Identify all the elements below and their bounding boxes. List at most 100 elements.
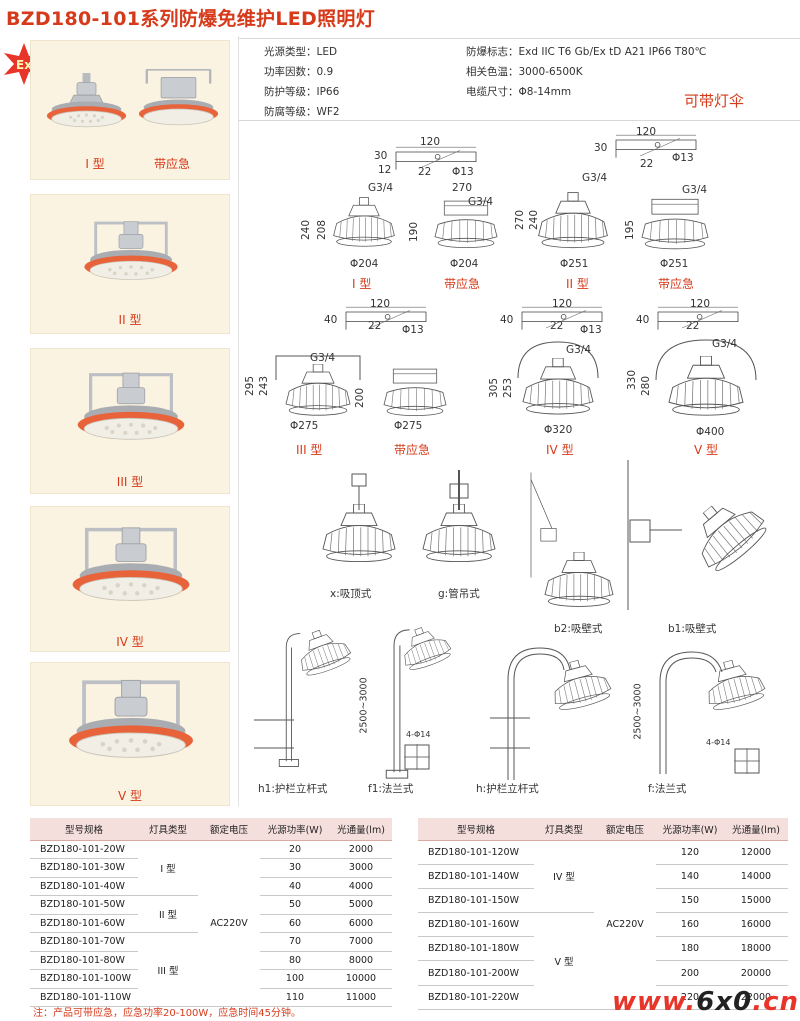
dim-bracket-height-3: 40 bbox=[324, 314, 338, 326]
product-card-ii: II 型 bbox=[30, 194, 230, 334]
th-type: 灯具类型 bbox=[138, 818, 198, 841]
table-row: BZD180-101-30W 30 3000 bbox=[30, 858, 392, 878]
cell-flux: 2000 bbox=[330, 840, 392, 859]
product-card-i: I 型 带应急 bbox=[30, 40, 230, 180]
spec-cable-size: 电缆尺寸：Φ8-14mm bbox=[466, 86, 572, 98]
dim-flange-f1: 4-Φ14 bbox=[406, 730, 431, 739]
dim-bracket-width-5: 120 bbox=[690, 298, 711, 310]
dim-bracket-width-3: 120 bbox=[370, 298, 391, 310]
flange-plate-f1 bbox=[404, 744, 430, 770]
spec-bottom-divider bbox=[238, 120, 800, 121]
product-label-iv: IV 型 bbox=[116, 635, 144, 649]
dim-bracket-hole-4: Φ13 bbox=[580, 324, 602, 336]
table-row: BZD180-101-200W 200 20000 bbox=[418, 960, 788, 986]
watermark-logo: www.6x0.cn bbox=[612, 987, 799, 1017]
product-label-i: I 型 bbox=[85, 157, 105, 171]
th-power: 光源功率(W) bbox=[260, 818, 330, 841]
table-row: BZD180-101-100W 100 10000 bbox=[30, 969, 392, 989]
table-row: BZD180-101-50W II 型 50 5000 bbox=[30, 895, 392, 933]
caption-iii: III 型 bbox=[296, 443, 323, 457]
table-row: BZD180-101-180W 180 18000 bbox=[418, 936, 788, 962]
dim-thread-ii: G3/4 bbox=[582, 172, 608, 184]
lamp-i-emergency-drawing bbox=[424, 198, 508, 260]
table-row: BZD180-101-220W 220 22000 bbox=[418, 985, 788, 1010]
cell-power: 180 bbox=[656, 936, 724, 962]
dim-height-iv: 305 bbox=[488, 377, 501, 399]
cell-flux: 10000 bbox=[330, 969, 392, 989]
cell-flux: 7000 bbox=[330, 932, 392, 952]
cell-model: BZD180-101-180W bbox=[418, 936, 534, 962]
dim-bracket-height-4: 40 bbox=[500, 314, 514, 326]
product-card-iii: III 型 bbox=[30, 348, 230, 494]
cell-type: V 型 bbox=[534, 912, 594, 1010]
spec-power-factor: 功率因数：0.9 bbox=[264, 66, 334, 78]
dim-dia-ii: Φ251 bbox=[560, 258, 589, 270]
cell-flux: 11000 bbox=[330, 988, 392, 1007]
caption-mount-f1: f1:法兰式 bbox=[368, 783, 414, 795]
mount-guardrail-h-drawing bbox=[490, 647, 614, 780]
cell-flux: 15000 bbox=[724, 888, 788, 914]
cell-model: BZD180-101-150W bbox=[418, 888, 534, 914]
product-label-ii: II 型 bbox=[118, 313, 142, 327]
dim-height-ii-em: 195 bbox=[624, 219, 637, 241]
product-label-iii: III 型 bbox=[116, 475, 144, 489]
spec-explosion-mark: 防爆标志：Exd IIC T6 Gb/Ex tD A21 IP66 T80℃ bbox=[466, 46, 707, 58]
spec-color-temp: 相关色温：3000-6500K bbox=[466, 66, 583, 78]
caption-mount-b2: b2:吸壁式 bbox=[554, 623, 603, 635]
ex-badge-text: Ex bbox=[16, 58, 32, 72]
cell-model: BZD180-101-60W bbox=[30, 914, 138, 933]
mount-guardrail-h1-drawing bbox=[254, 622, 355, 767]
cell-model: BZD180-101-80W bbox=[30, 951, 138, 970]
cell-power: 50 bbox=[260, 895, 330, 915]
cell-flux: 12000 bbox=[724, 840, 788, 865]
spec-left-divider bbox=[238, 36, 239, 806]
dim-height-v: 330 bbox=[626, 369, 639, 391]
cell-flux: 6000 bbox=[330, 914, 392, 933]
cell-power: 220 bbox=[656, 985, 724, 1010]
cell-model: BZD180-101-140W bbox=[418, 864, 534, 889]
cell-model: BZD180-101-20W bbox=[30, 840, 138, 859]
cell-model: BZD180-101-50W bbox=[30, 895, 138, 915]
table-row: BZD180-101-40W 40 4000 bbox=[30, 877, 392, 896]
mount-flange-f-drawing bbox=[659, 651, 768, 774]
dim-bracket-hole-1: Φ13 bbox=[452, 166, 474, 178]
spec-table-right: 型号规格 灯具类型 额定电压 光源功率(W) 光通量(lm) BZD180-10… bbox=[418, 818, 788, 1010]
table-header-row: 型号规格 灯具类型 额定电压 光源功率(W) 光通量(lm) bbox=[30, 818, 392, 841]
caption-i: I 型 bbox=[352, 277, 372, 291]
cell-model: BZD180-101-70W bbox=[30, 932, 138, 952]
dim-bracket-width-2: 120 bbox=[636, 126, 657, 138]
dim-thread-i-em: G3/4 bbox=[468, 196, 494, 208]
cell-flux: 8000 bbox=[330, 951, 392, 970]
lamp-ii-photo bbox=[71, 213, 191, 308]
cell-type: IV 型 bbox=[534, 840, 594, 914]
caption-i-emergency: 带应急 bbox=[444, 277, 481, 291]
lamp-i-drawing bbox=[326, 196, 402, 260]
cell-voltage: AC220V bbox=[198, 840, 260, 1007]
cell-power: 30 bbox=[260, 858, 330, 878]
lamp-iv-drawing bbox=[517, 341, 599, 415]
dim-bracket-22-5: 22 bbox=[686, 320, 700, 332]
umbrella-note: 可带灯伞 bbox=[684, 92, 745, 110]
dim-height-ii: 270 bbox=[514, 209, 527, 231]
dim-flange-f: 4-Φ14 bbox=[706, 738, 731, 747]
dim-bracket-22-2: 22 bbox=[640, 158, 654, 170]
caption-mount-h1: h1:护栏立杆式 bbox=[258, 783, 328, 795]
dim-dia-v: Φ400 bbox=[696, 426, 725, 438]
cell-power: 40 bbox=[260, 877, 330, 896]
dim-bracket-width-1: 120 bbox=[420, 136, 441, 148]
footnote: 注：产品可带应急，应急功率20-100W，应急时间45分钟。 bbox=[33, 1008, 302, 1019]
cell-flux: 5000 bbox=[330, 895, 392, 915]
dim-bracket-22-3: 22 bbox=[368, 320, 382, 332]
cell-model: BZD180-101-160W bbox=[418, 912, 534, 938]
th-voltage: 额定电压 bbox=[594, 818, 656, 841]
dim-thread-ii-em: G3/4 bbox=[682, 184, 708, 196]
table-row: BZD180-101-150W 150 15000 bbox=[418, 888, 788, 914]
dim-bracket-22-4: 22 bbox=[550, 320, 564, 332]
caption-mount-h: h:护栏立杆式 bbox=[476, 783, 539, 795]
lamp-i-photo bbox=[39, 71, 134, 151]
cell-power: 120 bbox=[656, 840, 724, 865]
dim-body-ii: 240 bbox=[528, 209, 541, 231]
cell-power: 70 bbox=[260, 932, 330, 952]
cell-type: II 型 bbox=[138, 895, 198, 933]
page-title: BZD180-101系列防爆免维护LED照明灯 bbox=[6, 8, 375, 30]
